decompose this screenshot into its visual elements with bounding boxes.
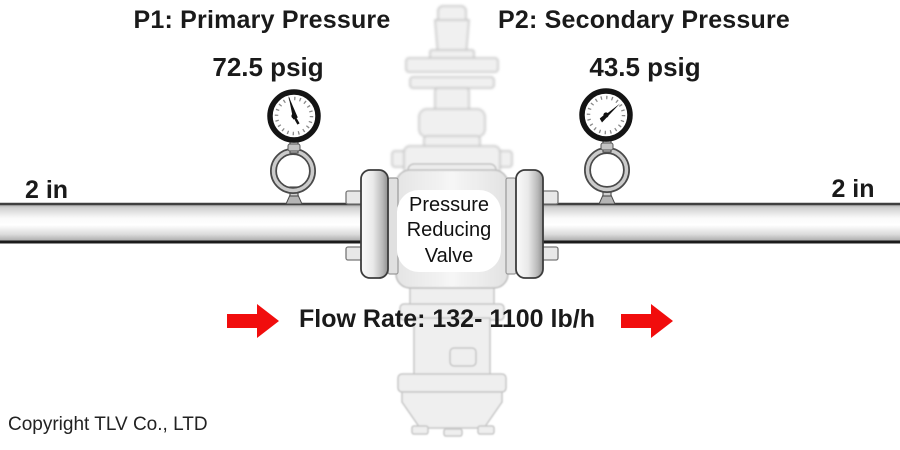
p1-value: 72.5 psig (212, 52, 324, 82)
gauge-needle (288, 96, 298, 120)
valve-lower-body (397, 279, 507, 437)
flow-arrow-left-icon (227, 304, 279, 338)
flow-rate-label: Flow Rate: 132- 1100 lb/h (299, 305, 595, 333)
gauge-needle (600, 103, 620, 123)
flange-right (515, 169, 544, 279)
primary-pressure-gauge (267, 89, 321, 205)
secondary-pressure-gauge (579, 88, 633, 205)
p2-value: 43.5 psig (589, 52, 701, 82)
flange-left (360, 169, 389, 279)
pipe-size-left: 2 in (25, 176, 69, 204)
valve-label: Pressure Reducing Valve (397, 190, 501, 272)
valve-flanges (345, 169, 559, 279)
pipe-size-right: 2 in (831, 175, 875, 203)
gauge-ticks (586, 95, 626, 135)
p1-title: P1: Primary Pressure (133, 6, 391, 34)
bolt (541, 190, 559, 205)
p2-title: P2: Secondary Pressure (497, 6, 791, 34)
gauge-ticks (274, 96, 314, 136)
bolt (541, 246, 559, 261)
flow-arrow-right-icon (621, 304, 673, 338)
bolt (345, 190, 363, 205)
copyright-text: Copyright TLV Co., LTD (8, 414, 208, 435)
bolt (345, 246, 363, 261)
valve-top-assembly (391, 5, 513, 193)
